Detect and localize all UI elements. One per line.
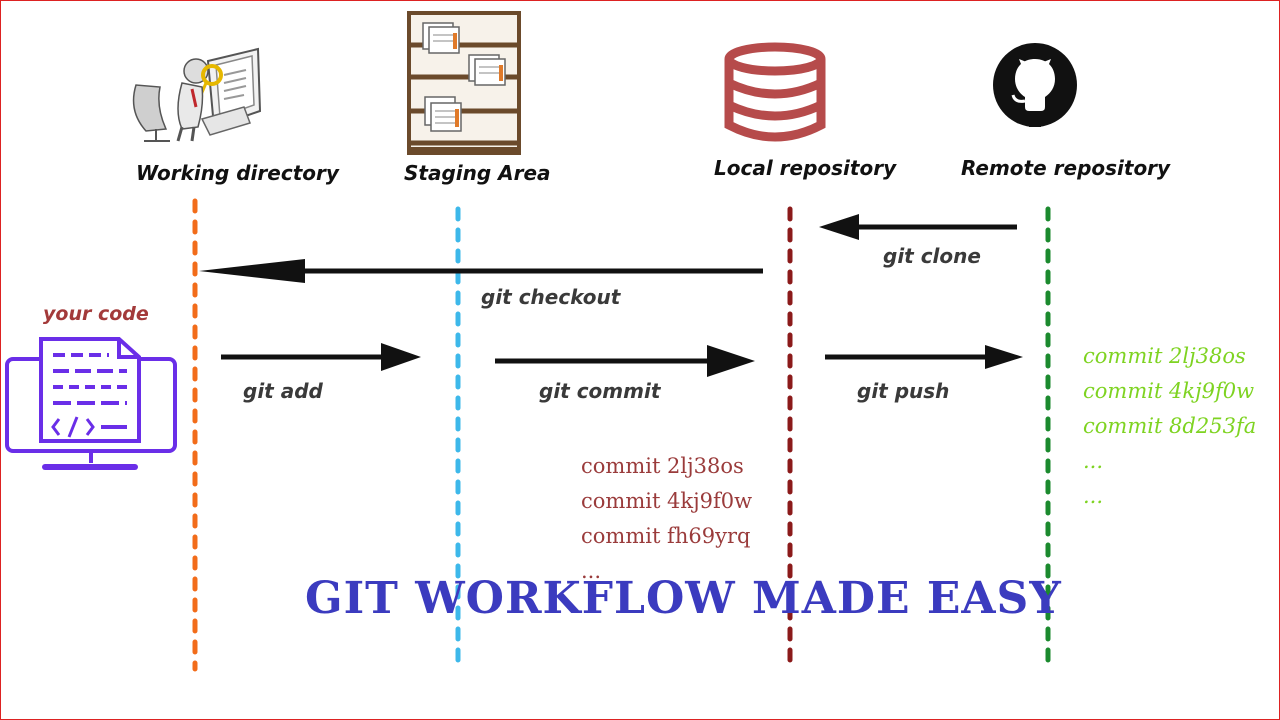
local-commit-item: ... bbox=[581, 559, 602, 583]
remote-commit-item: ... bbox=[1083, 449, 1104, 473]
title-remote-repository: Remote repository bbox=[961, 156, 1171, 180]
git-checkout-arrowhead bbox=[199, 259, 305, 283]
local-commit-list: commit 2lj38os commit 4kj9f0w commit fh6… bbox=[581, 449, 752, 589]
remote-commit-item: ... bbox=[1083, 484, 1104, 508]
git-commit-arrowhead bbox=[707, 345, 755, 377]
label-git-push: git push bbox=[857, 379, 950, 403]
label-git-clone: git clone bbox=[883, 244, 981, 268]
title-staging-area: Staging Area bbox=[404, 161, 551, 185]
remote-commit-item: commit 2lj38os bbox=[1083, 344, 1246, 368]
local-commit-item: commit 2lj38os bbox=[581, 454, 744, 478]
remote-commit-item: commit 8d253fa bbox=[1083, 414, 1257, 438]
label-git-add: git add bbox=[243, 379, 323, 403]
local-commit-item: commit 4kj9f0w bbox=[581, 489, 753, 513]
git-push-arrowhead bbox=[985, 345, 1023, 369]
git-clone-arrowhead bbox=[819, 214, 859, 240]
local-commit-item: commit fh69yrq bbox=[581, 524, 751, 548]
banner-title: GIT WORKFLOW MADE EASY bbox=[305, 573, 1062, 624]
label-git-commit: git commit bbox=[539, 379, 661, 403]
label-git-checkout: git checkout bbox=[481, 285, 621, 309]
title-local-repository: Local repository bbox=[714, 156, 897, 180]
title-working-directory: Working directory bbox=[136, 161, 339, 185]
remote-commit-list: commit 2lj38os commit 4kj9f0w commit 8d2… bbox=[1083, 339, 1256, 514]
label-your-code: your code bbox=[43, 303, 149, 325]
remote-commit-item: commit 4kj9f0w bbox=[1083, 379, 1255, 403]
git-add-arrowhead bbox=[381, 343, 421, 371]
